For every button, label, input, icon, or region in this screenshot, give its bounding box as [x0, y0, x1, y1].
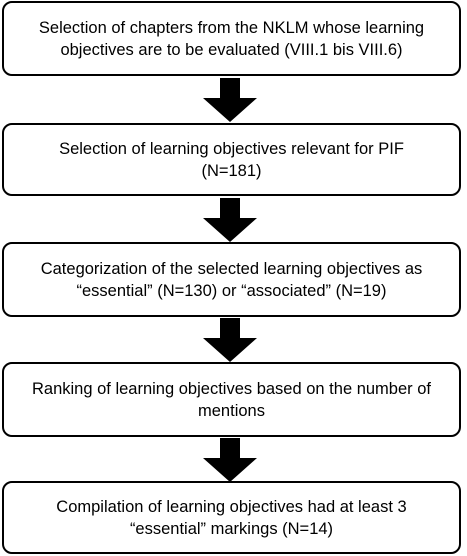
step-4-line-1: Ranking of learning objectives based on … — [31, 379, 431, 398]
step-1-text: Selection of chapters from the NKLM whos… — [39, 17, 424, 61]
down-arrow-icon — [203, 78, 257, 122]
step-3-text: Categorization of the selected learning … — [41, 258, 423, 302]
step-1-line-2: objectives are to be evaluated (VIII.1 b… — [60, 40, 403, 59]
step-4-text: Ranking of learning objectives based on … — [32, 378, 431, 422]
step-4-line-2: mentions — [198, 401, 265, 420]
step-1-box: Selection of chapters from the NKLM whos… — [2, 1, 461, 76]
down-arrow-icon — [203, 438, 257, 482]
step-5-box: Compilation of learning objectives had a… — [2, 481, 461, 554]
step-5-line-1: Compilation of learning objectives had a… — [56, 497, 407, 516]
down-arrow-icon — [203, 318, 257, 362]
step-4-box: Ranking of learning objectives based on … — [2, 362, 461, 437]
step-2-text: Selection of learning objectives relevan… — [59, 138, 404, 182]
step-2-line-2: (N=181) — [201, 161, 262, 180]
step-5-text: Compilation of learning objectives had a… — [56, 496, 406, 540]
down-arrow-icon — [203, 198, 257, 242]
step-3-box: Categorization of the selected learning … — [2, 242, 461, 317]
step-2-line-1: Selection of learning objectives relevan… — [59, 139, 404, 158]
step-5-line-2: “essential” markings (N=14) — [129, 519, 334, 538]
step-3-line-2: “essential” (N=130) or “associated” (N=1… — [76, 281, 387, 300]
step-2-box: Selection of learning objectives relevan… — [2, 123, 461, 196]
step-3-line-1: Categorization of the selected learning … — [40, 259, 423, 278]
step-1-line-1: Selection of chapters from the NKLM whos… — [38, 18, 425, 37]
